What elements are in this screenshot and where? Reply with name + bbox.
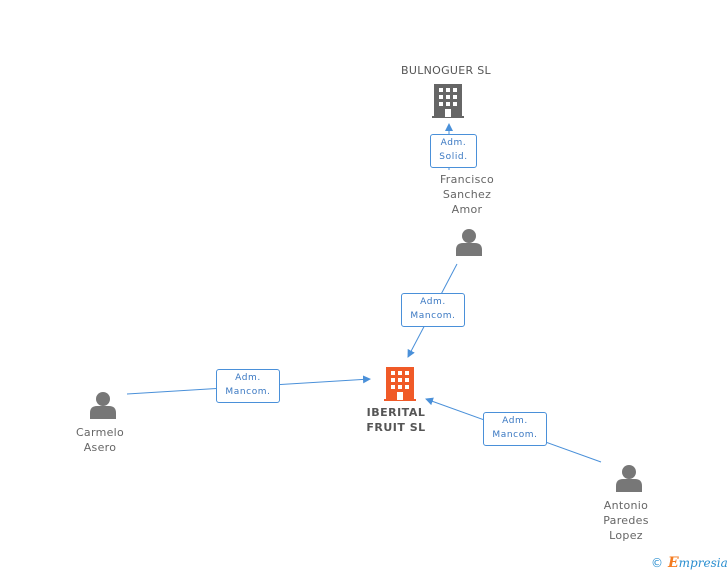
person-label-antonio[interactable]: Antonio Paredes Lopez	[581, 498, 671, 543]
role-box-carmelo-iberital[interactable]: Adm. Mancom.	[216, 369, 280, 403]
person-name-line: Sanchez	[442, 188, 492, 201]
person-name-line: Lopez	[609, 529, 643, 542]
logo-text: mpresia	[678, 556, 728, 570]
person-label-carmelo[interactable]: Carmelo Asero	[55, 425, 145, 455]
role-line: Adm.	[420, 297, 446, 307]
person-label-francisco[interactable]: Francisco Sanchez Amor	[419, 172, 515, 217]
role-box-francisco-iberital[interactable]: Adm. Mancom.	[401, 293, 465, 327]
person-name-line: Francisco	[439, 173, 495, 186]
person-icon	[90, 392, 116, 419]
role-line: Solid.	[439, 152, 468, 162]
person-name-line: Carmelo	[75, 426, 125, 439]
building-icon	[432, 84, 464, 118]
person-name-line: Asero	[83, 441, 117, 454]
person-icon	[616, 465, 642, 492]
role-line: Mancom.	[410, 311, 456, 321]
company-label-iberital[interactable]: IBERITAL FRUIT SL	[346, 405, 446, 435]
company-label-bulnoguer[interactable]: BULNOGUER SL	[401, 64, 491, 77]
logo-letter: E	[668, 555, 679, 571]
role-line: Mancom.	[225, 387, 271, 397]
company-name-line: IBERITAL	[366, 406, 426, 419]
person-icon	[456, 229, 482, 256]
role-box-francisco-bulnoguer[interactable]: Adm. Solid.	[430, 134, 477, 168]
role-line: Mancom.	[492, 430, 538, 440]
role-line: Adm.	[440, 138, 467, 148]
copyright-symbol: ©	[651, 556, 663, 570]
role-line: Adm.	[235, 373, 261, 383]
building-icon	[384, 367, 416, 401]
person-name-line: Antonio	[603, 499, 649, 512]
person-name-line: Paredes	[603, 514, 649, 527]
person-name-line: Amor	[451, 203, 483, 216]
role-box-antonio-iberital[interactable]: Adm. Mancom.	[483, 412, 547, 446]
role-line: Adm.	[502, 416, 528, 426]
empresia-logo[interactable]: Empresia	[668, 555, 728, 571]
company-name-line: FRUIT SL	[366, 421, 426, 434]
